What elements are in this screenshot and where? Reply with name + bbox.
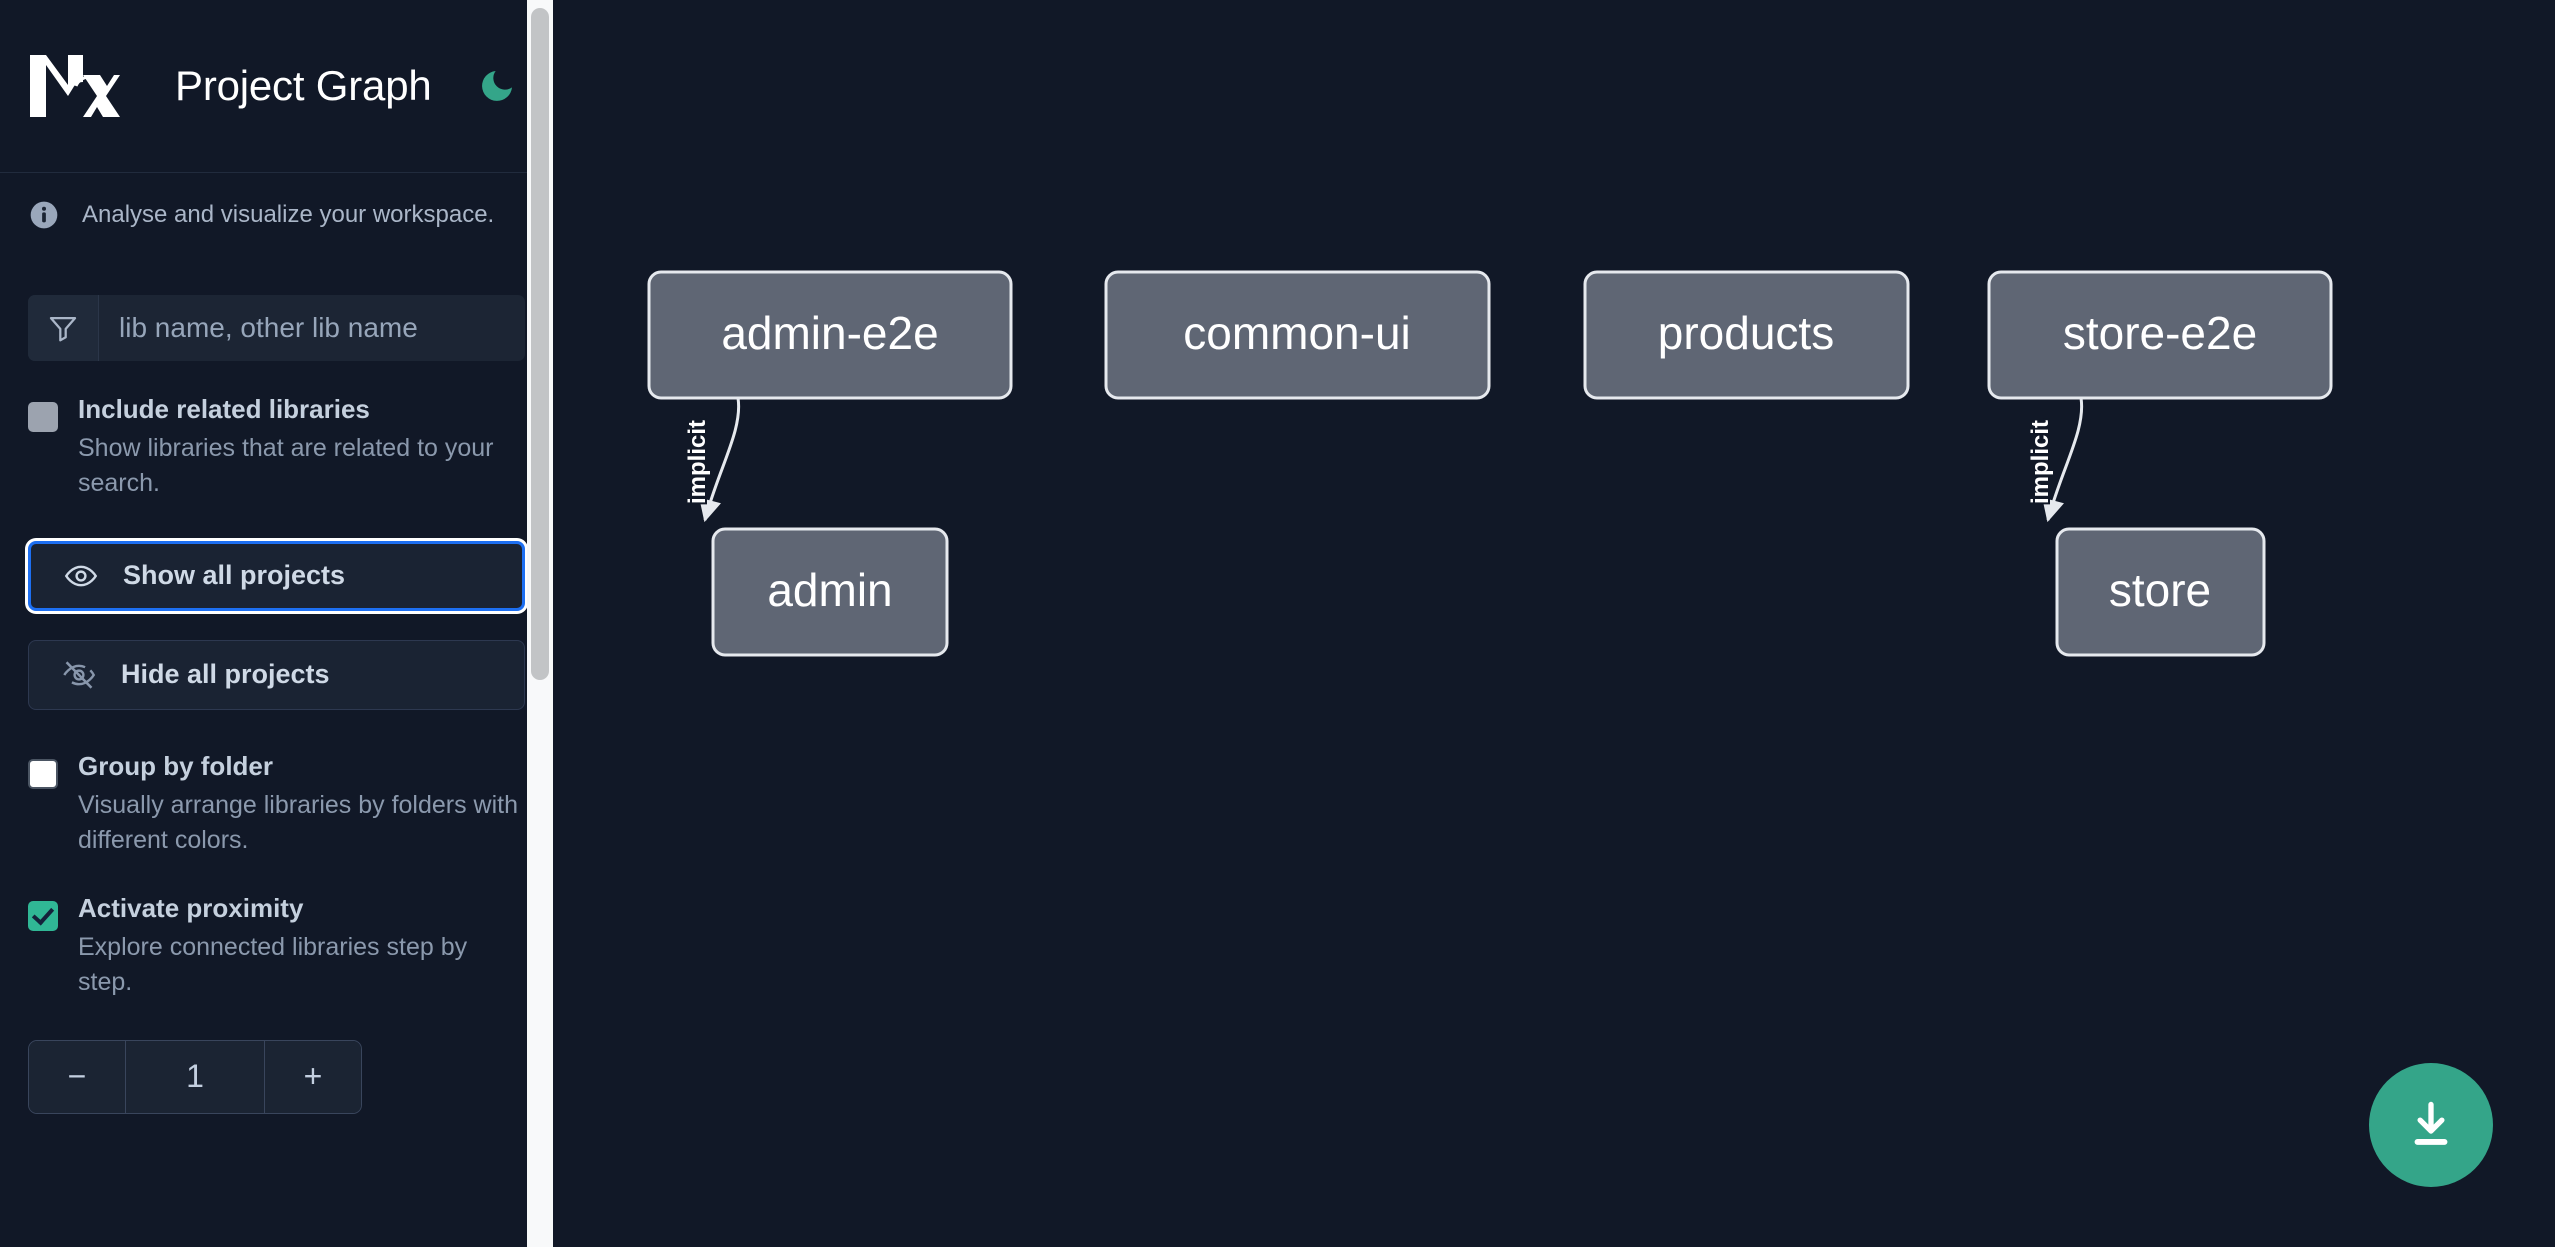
- graph-canvas[interactable]: implicit implicit admin-e2e common-ui pr…: [553, 0, 2555, 1247]
- hide-all-projects-label: Hide all projects: [121, 659, 330, 690]
- graph-node-label: admin: [767, 564, 892, 616]
- graph-node-common-ui[interactable]: common-ui: [1104, 270, 1491, 400]
- page-title: Project Graph: [175, 62, 432, 109]
- tagline: Analyse and visualize your workspace.: [0, 173, 553, 257]
- option-description: Explore connected libraries step by step…: [78, 932, 468, 996]
- graph-edge-store-e2e-store[interactable]: implicit: [2025, 397, 2084, 523]
- option-activate-proximity[interactable]: Activate proximity Explore connected lib…: [28, 892, 525, 1000]
- eye-icon: [64, 565, 98, 587]
- option-description: Visually arrange libraries by folders wi…: [78, 790, 519, 854]
- sidebar: Project Graph Analyse and visualize your…: [0, 0, 553, 1247]
- filter-glyph: [49, 316, 77, 342]
- graph-node-admin-e2e[interactable]: admin-e2e: [647, 270, 1013, 400]
- download-icon: [2414, 1101, 2448, 1145]
- graph-node-label: admin-e2e: [721, 307, 938, 359]
- stepper-increment-button[interactable]: +: [264, 1040, 361, 1113]
- option-description: Show libraries that are related to your …: [78, 433, 494, 497]
- option-title: Include related libraries: [78, 394, 370, 424]
- graph-node-products[interactable]: products: [1583, 270, 1910, 400]
- proximity-stepper: − 1 +: [28, 1039, 362, 1114]
- graph-node-store-e2e[interactable]: store-e2e: [1987, 270, 2333, 400]
- option-title: Group by folder: [78, 750, 273, 781]
- search-input[interactable]: [99, 295, 525, 361]
- nx-logo-icon: [30, 55, 120, 117]
- sidebar-body: Include related libraries Show libraries…: [0, 295, 553, 1114]
- download-button[interactable]: [2369, 1063, 2493, 1187]
- graph-node-label: store: [2109, 564, 2211, 616]
- graph-edge-label: implicit: [2027, 420, 2054, 504]
- graph-node-label: common-ui: [1183, 307, 1411, 359]
- graph-edge-label: implicit: [684, 420, 711, 504]
- moon-glyph: [481, 71, 512, 101]
- eye-off-icon: [63, 661, 96, 689]
- graph-svg: implicit implicit admin-e2e common-ui pr…: [647, 270, 2333, 657]
- sidebar-scrollbar-thumb[interactable]: [531, 8, 549, 680]
- filter-icon[interactable]: [28, 295, 99, 361]
- group-by-folder-checkbox[interactable]: [28, 758, 58, 789]
- stepper-decrement-button[interactable]: −: [29, 1040, 126, 1113]
- moon-icon[interactable]: [474, 63, 520, 109]
- show-all-projects-button[interactable]: Show all projects: [28, 540, 525, 611]
- sidebar-scrollbar[interactable]: [527, 0, 553, 1247]
- show-all-projects-label: Show all projects: [123, 560, 346, 591]
- graph-node-admin[interactable]: admin: [711, 527, 949, 657]
- graph-node-label: store-e2e: [2063, 307, 2257, 359]
- tagline-text: Analyse and visualize your workspace.: [82, 201, 495, 228]
- include-related-libraries-checkbox[interactable]: [28, 402, 58, 432]
- activate-proximity-checkbox[interactable]: [28, 900, 58, 931]
- graph-node-label: products: [1658, 307, 1834, 359]
- stepper-value: 1: [126, 1040, 264, 1113]
- option-group-by-folder[interactable]: Group by folder Visually arrange librari…: [28, 750, 525, 858]
- sidebar-header: Project Graph: [0, 0, 553, 173]
- graph-edge-admin-e2e-admin[interactable]: implicit: [682, 397, 741, 523]
- info-icon: [30, 201, 58, 229]
- option-texts: Activate proximity Explore connected lib…: [78, 892, 525, 1000]
- option-texts: Group by folder Visually arrange librari…: [78, 750, 525, 858]
- hide-all-projects-button[interactable]: Hide all projects: [28, 639, 525, 710]
- option-texts: Include related libraries Show libraries…: [78, 394, 525, 501]
- option-include-related-libraries[interactable]: Include related libraries Show libraries…: [28, 394, 525, 501]
- graph-node-store[interactable]: store: [2055, 527, 2266, 657]
- search-row: [28, 295, 525, 361]
- option-title: Activate proximity: [78, 892, 304, 923]
